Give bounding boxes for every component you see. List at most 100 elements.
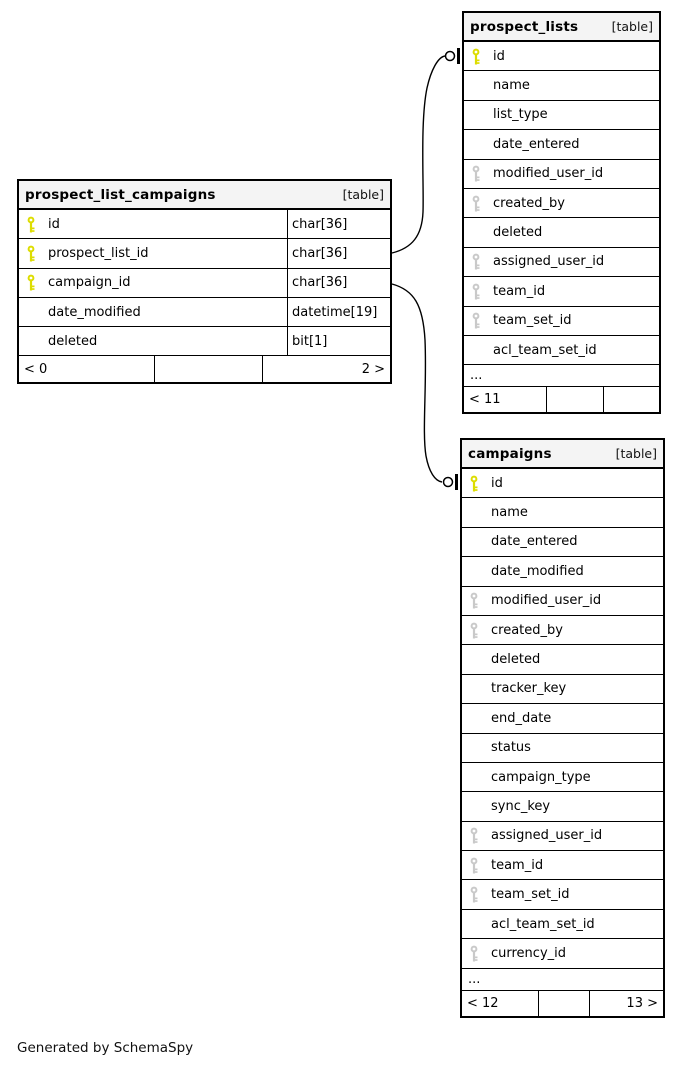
column-row-modified_user_id[interactable]: modified_user_id <box>464 160 659 189</box>
column-row-acl_team_set_id[interactable]: acl_team_set_id <box>464 336 659 366</box>
table-title[interactable]: prospect_lists <box>470 18 579 35</box>
column-name: campaign_id <box>48 275 131 291</box>
column-row-date_entered[interactable]: date_entered <box>462 528 663 558</box>
column-rows: id name date_entered date_modified modified_… <box>462 469 663 969</box>
column-row-modified_user_id[interactable]: modified_user_id <box>462 587 663 616</box>
foreign-key-icon <box>464 195 493 212</box>
column-row-deleted[interactable]: deleted <box>464 218 659 248</box>
key-glyph <box>470 475 478 492</box>
connector-zero-circle <box>442 476 454 488</box>
key-glyph <box>472 254 480 270</box>
column-name: tracker_key <box>491 681 567 697</box>
footer-spacer-cell <box>154 356 262 383</box>
column-row-date_entered[interactable]: date_entered <box>464 130 659 160</box>
column-name: id <box>48 216 60 232</box>
table-header: prospect_lists [table] <box>464 13 659 42</box>
footer-spacer-cell <box>546 387 603 413</box>
key-glyph <box>470 592 478 609</box>
table-header: campaigns [table] <box>462 440 663 469</box>
connector-campaign-id-line <box>391 283 443 483</box>
column-type: char[36] <box>287 268 390 297</box>
column-row-created_by[interactable]: created_by <box>462 616 663 646</box>
column-row-name[interactable]: name <box>462 498 663 528</box>
column-name: created_by <box>493 195 565 211</box>
table-footer: < 12 13 > <box>462 990 663 1016</box>
foreign-key-icon <box>462 945 491 962</box>
column-name: acl_team_set_id <box>493 342 597 358</box>
footer-parents-count: < 12 <box>467 995 499 1011</box>
key-glyph <box>470 857 478 874</box>
foreign-key-icon <box>462 827 491 844</box>
footer-spacer-cell <box>538 990 589 1016</box>
column-row-id[interactable]: id char[36] <box>19 210 390 240</box>
footer-parents-count: < 11 <box>469 392 501 408</box>
generator-credit: Generated by SchemaSpy <box>17 1040 194 1056</box>
column-name: name <box>491 505 528 521</box>
column-name: created_by <box>491 622 563 638</box>
column-name: id <box>491 475 503 491</box>
key-glyph <box>27 274 35 291</box>
column-name: team_id <box>493 283 546 299</box>
column-row-currency_id[interactable]: currency_id <box>462 939 663 969</box>
column-row-team_id[interactable]: team_id <box>464 277 659 307</box>
foreign-key-icon <box>462 592 491 609</box>
primary-key-icon <box>19 274 48 291</box>
column-row-name[interactable]: name <box>464 71 659 101</box>
foreign-key-icon <box>464 283 493 300</box>
column-type: char[36] <box>287 210 390 239</box>
column-row-tracker_key[interactable]: tracker_key <box>462 675 663 705</box>
connector-zero-circle <box>444 50 456 62</box>
column-name: modified_user_id <box>493 166 604 182</box>
foreign-key-icon <box>462 622 491 639</box>
table-title[interactable]: prospect_list_campaigns <box>25 186 216 203</box>
column-name: team_set_id <box>493 313 572 329</box>
column-name: team_id <box>491 857 544 873</box>
column-row-date_modified[interactable]: date_modified <box>462 557 663 587</box>
column-row-campaign_id[interactable]: campaign_id char[36] <box>19 268 390 298</box>
column-row-id[interactable]: id <box>464 42 659 72</box>
key-glyph <box>27 216 35 233</box>
column-row-sync_key[interactable]: sync_key <box>462 792 663 822</box>
footer-children-count: 13 > <box>589 990 663 1016</box>
column-row-campaign_type[interactable]: campaign_type <box>462 763 663 793</box>
table-tag: [table] <box>611 19 653 34</box>
column-name: list_type <box>493 107 548 123</box>
column-row-id[interactable]: id <box>462 469 663 499</box>
column-name: date_modified <box>491 563 584 579</box>
column-row-team_set_id[interactable]: team_set_id <box>464 307 659 336</box>
table-title[interactable]: campaigns <box>468 445 552 462</box>
footer-children-count <box>603 387 659 413</box>
column-row-acl_team_set_id[interactable]: acl_team_set_id <box>462 910 663 940</box>
foreign-key-icon <box>462 886 491 903</box>
table-tag: [table] <box>615 446 657 461</box>
column-row-end_date[interactable]: end_date <box>462 704 663 734</box>
column-row-team_set_id[interactable]: team_set_id <box>462 880 663 910</box>
column-name: end_date <box>491 710 552 726</box>
primary-key-icon <box>19 245 48 262</box>
column-row-deleted[interactable]: deleted <box>462 645 663 675</box>
column-type: datetime[19] <box>287 297 390 327</box>
column-name: deleted <box>48 333 98 349</box>
footer-children-count: 2 > <box>262 356 390 383</box>
column-row-team_id[interactable]: team_id <box>462 851 663 881</box>
column-row-created_by[interactable]: created_by <box>464 189 659 219</box>
more-columns-ellipsis: ... <box>462 969 663 991</box>
column-name: sync_key <box>491 798 551 814</box>
column-row-assigned_user_id[interactable]: assigned_user_id <box>462 822 663 852</box>
column-name: prospect_list_id <box>48 245 149 261</box>
column-name: assigned_user_id <box>493 254 605 270</box>
column-row-list_type[interactable]: list_type <box>464 101 659 131</box>
connector-prospect-list-id-line <box>391 55 446 254</box>
foreign-key-icon <box>462 857 491 874</box>
table-footer: < 0 2 > <box>19 356 390 383</box>
column-row-status[interactable]: status <box>462 734 663 763</box>
column-row-assigned_user_id[interactable]: assigned_user_id <box>464 248 659 278</box>
